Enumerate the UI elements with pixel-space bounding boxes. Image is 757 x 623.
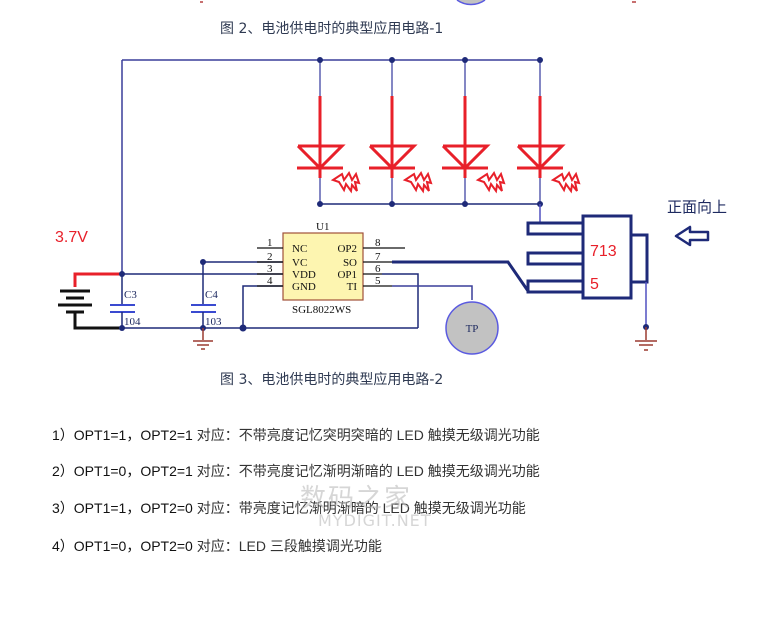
ic-pin-name-ti: TI — [347, 281, 358, 293]
figure-2-caption: 图 2、电池供电时的典型应用电路-1 — [220, 21, 444, 37]
voltage-label: 3.7V — [55, 229, 88, 246]
ic-pin-number-3: 3 — [267, 263, 273, 275]
ic-pin-name-gnd: GND — [292, 281, 316, 293]
ic-pin-number-4: 4 — [267, 275, 273, 287]
option-2-prefix: 2）OPT1=0，OPT2=1 — [52, 463, 193, 479]
ic-pin-number-8: 8 — [375, 237, 381, 249]
ic-part-number: SGL8022WS — [292, 304, 351, 316]
option-3-prefix: 3）OPT1=1，OPT2=0 — [52, 500, 193, 516]
ground-rail — [119, 273, 419, 332]
ti-wire — [392, 285, 473, 300]
option-line-1: 1）OPT1=1，OPT2=1 对应：不带亮度记忆突明突暗的 LED 触摸无级调… — [52, 425, 540, 445]
ground-symbol-left — [193, 328, 213, 350]
led-2 — [368, 57, 433, 207]
top-rail — [121, 59, 540, 274]
led-array — [296, 57, 581, 207]
capacitor-c4 — [191, 262, 216, 328]
c3-value: 104 — [124, 316, 141, 328]
ic-pin-name-nc: NC — [292, 243, 307, 255]
orientation-note: 正面向上 — [667, 198, 727, 216]
option-1-prefix: 1）OPT1=1，OPT2=1 — [52, 427, 193, 443]
option-3-desc: 对应：带亮度记忆渐明渐暗的 LED 触摸无级调光功能 — [196, 500, 526, 516]
ic-pin-number-2: 2 — [267, 251, 273, 263]
light-emission-icon — [402, 170, 433, 194]
ic-ref: U1 — [316, 221, 329, 233]
touch-pad-label: TP — [466, 323, 479, 335]
ic-pin-name-vdd: VDD — [292, 269, 316, 281]
transistor-label-line1: 713 — [590, 243, 617, 260]
led-3 — [441, 57, 506, 207]
ic-pin-name-op1: OP1 — [337, 269, 357, 281]
circuit-diagram: 3.7V C3 104 C4 103 — [55, 0, 727, 355]
ic-pin-number-6: 6 — [375, 263, 381, 275]
ground-symbol-right — [635, 327, 657, 351]
led-bottom-rail — [320, 203, 541, 222]
arrow-left-icon — [674, 225, 710, 247]
c4-value: 103 — [205, 316, 222, 328]
ic-u1 — [257, 232, 405, 301]
option-2-desc: 对应：不带亮度记忆渐明渐暗的 LED 触摸无级调光功能 — [196, 463, 540, 479]
light-emission-icon — [475, 170, 506, 194]
c3-ref: C3 — [124, 289, 137, 301]
light-emission-icon — [330, 170, 361, 194]
option-line-4: 4）OPT1=0，OPT2=0 对应：LED 三段触摸调光功能 — [52, 536, 382, 556]
ic-pin-number-7: 7 — [375, 251, 381, 263]
ic-pin-name-vc: VC — [292, 257, 307, 269]
transistor-package — [526, 214, 649, 330]
tp-remnant — [456, 0, 486, 6]
ground-remnant-left — [200, 1, 203, 3]
touch-pad — [445, 301, 499, 355]
option-line-2: 2）OPT1=0，OPT2=1 对应：不带亮度记忆渐明渐暗的 LED 触摸无级调… — [52, 461, 540, 481]
capacitor-c3 — [110, 274, 135, 328]
c4-ref: C4 — [205, 289, 218, 301]
led-4 — [516, 57, 581, 207]
option-line-3: 3）OPT1=1，OPT2=0 对应：带亮度记忆渐明渐暗的 LED 触摸无级调光… — [52, 498, 526, 518]
ground-remnant — [632, 1, 636, 3]
ic-pin-number-5: 5 — [375, 275, 381, 287]
option-4-prefix: 4）OPT1=0，OPT2=0 — [52, 538, 193, 554]
led-1 — [296, 57, 361, 207]
light-emission-icon — [550, 170, 581, 194]
option-4-desc: 对应：LED 三段触摸调光功能 — [196, 538, 382, 554]
ic-pin-number-1: 1 — [267, 237, 273, 249]
transistor-label-line2: 5 — [590, 276, 599, 293]
option-1-desc: 对应：不带亮度记忆突明突暗的 LED 触摸无级调光功能 — [196, 427, 540, 443]
battery — [58, 272, 122, 330]
ic-pin-name-op2: OP2 — [337, 243, 357, 255]
ic-pin-name-so: SO — [343, 257, 357, 269]
figure-3-caption: 图 3、电池供电时的典型应用电路-2 — [220, 372, 444, 388]
